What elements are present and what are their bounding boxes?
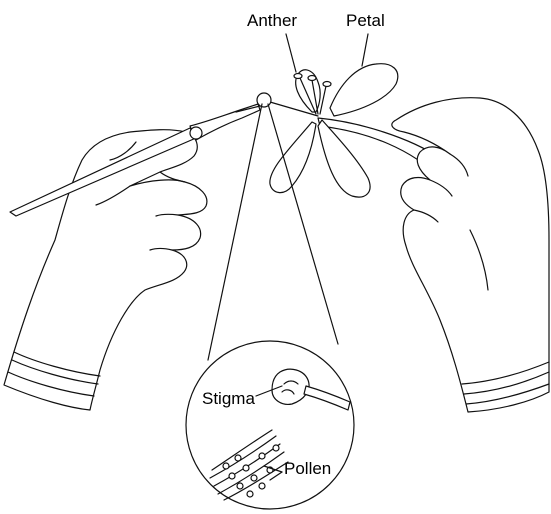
label-leader-lines [0, 0, 551, 514]
pollination-illustration: Anther Petal Stigma Pollen [0, 0, 551, 514]
